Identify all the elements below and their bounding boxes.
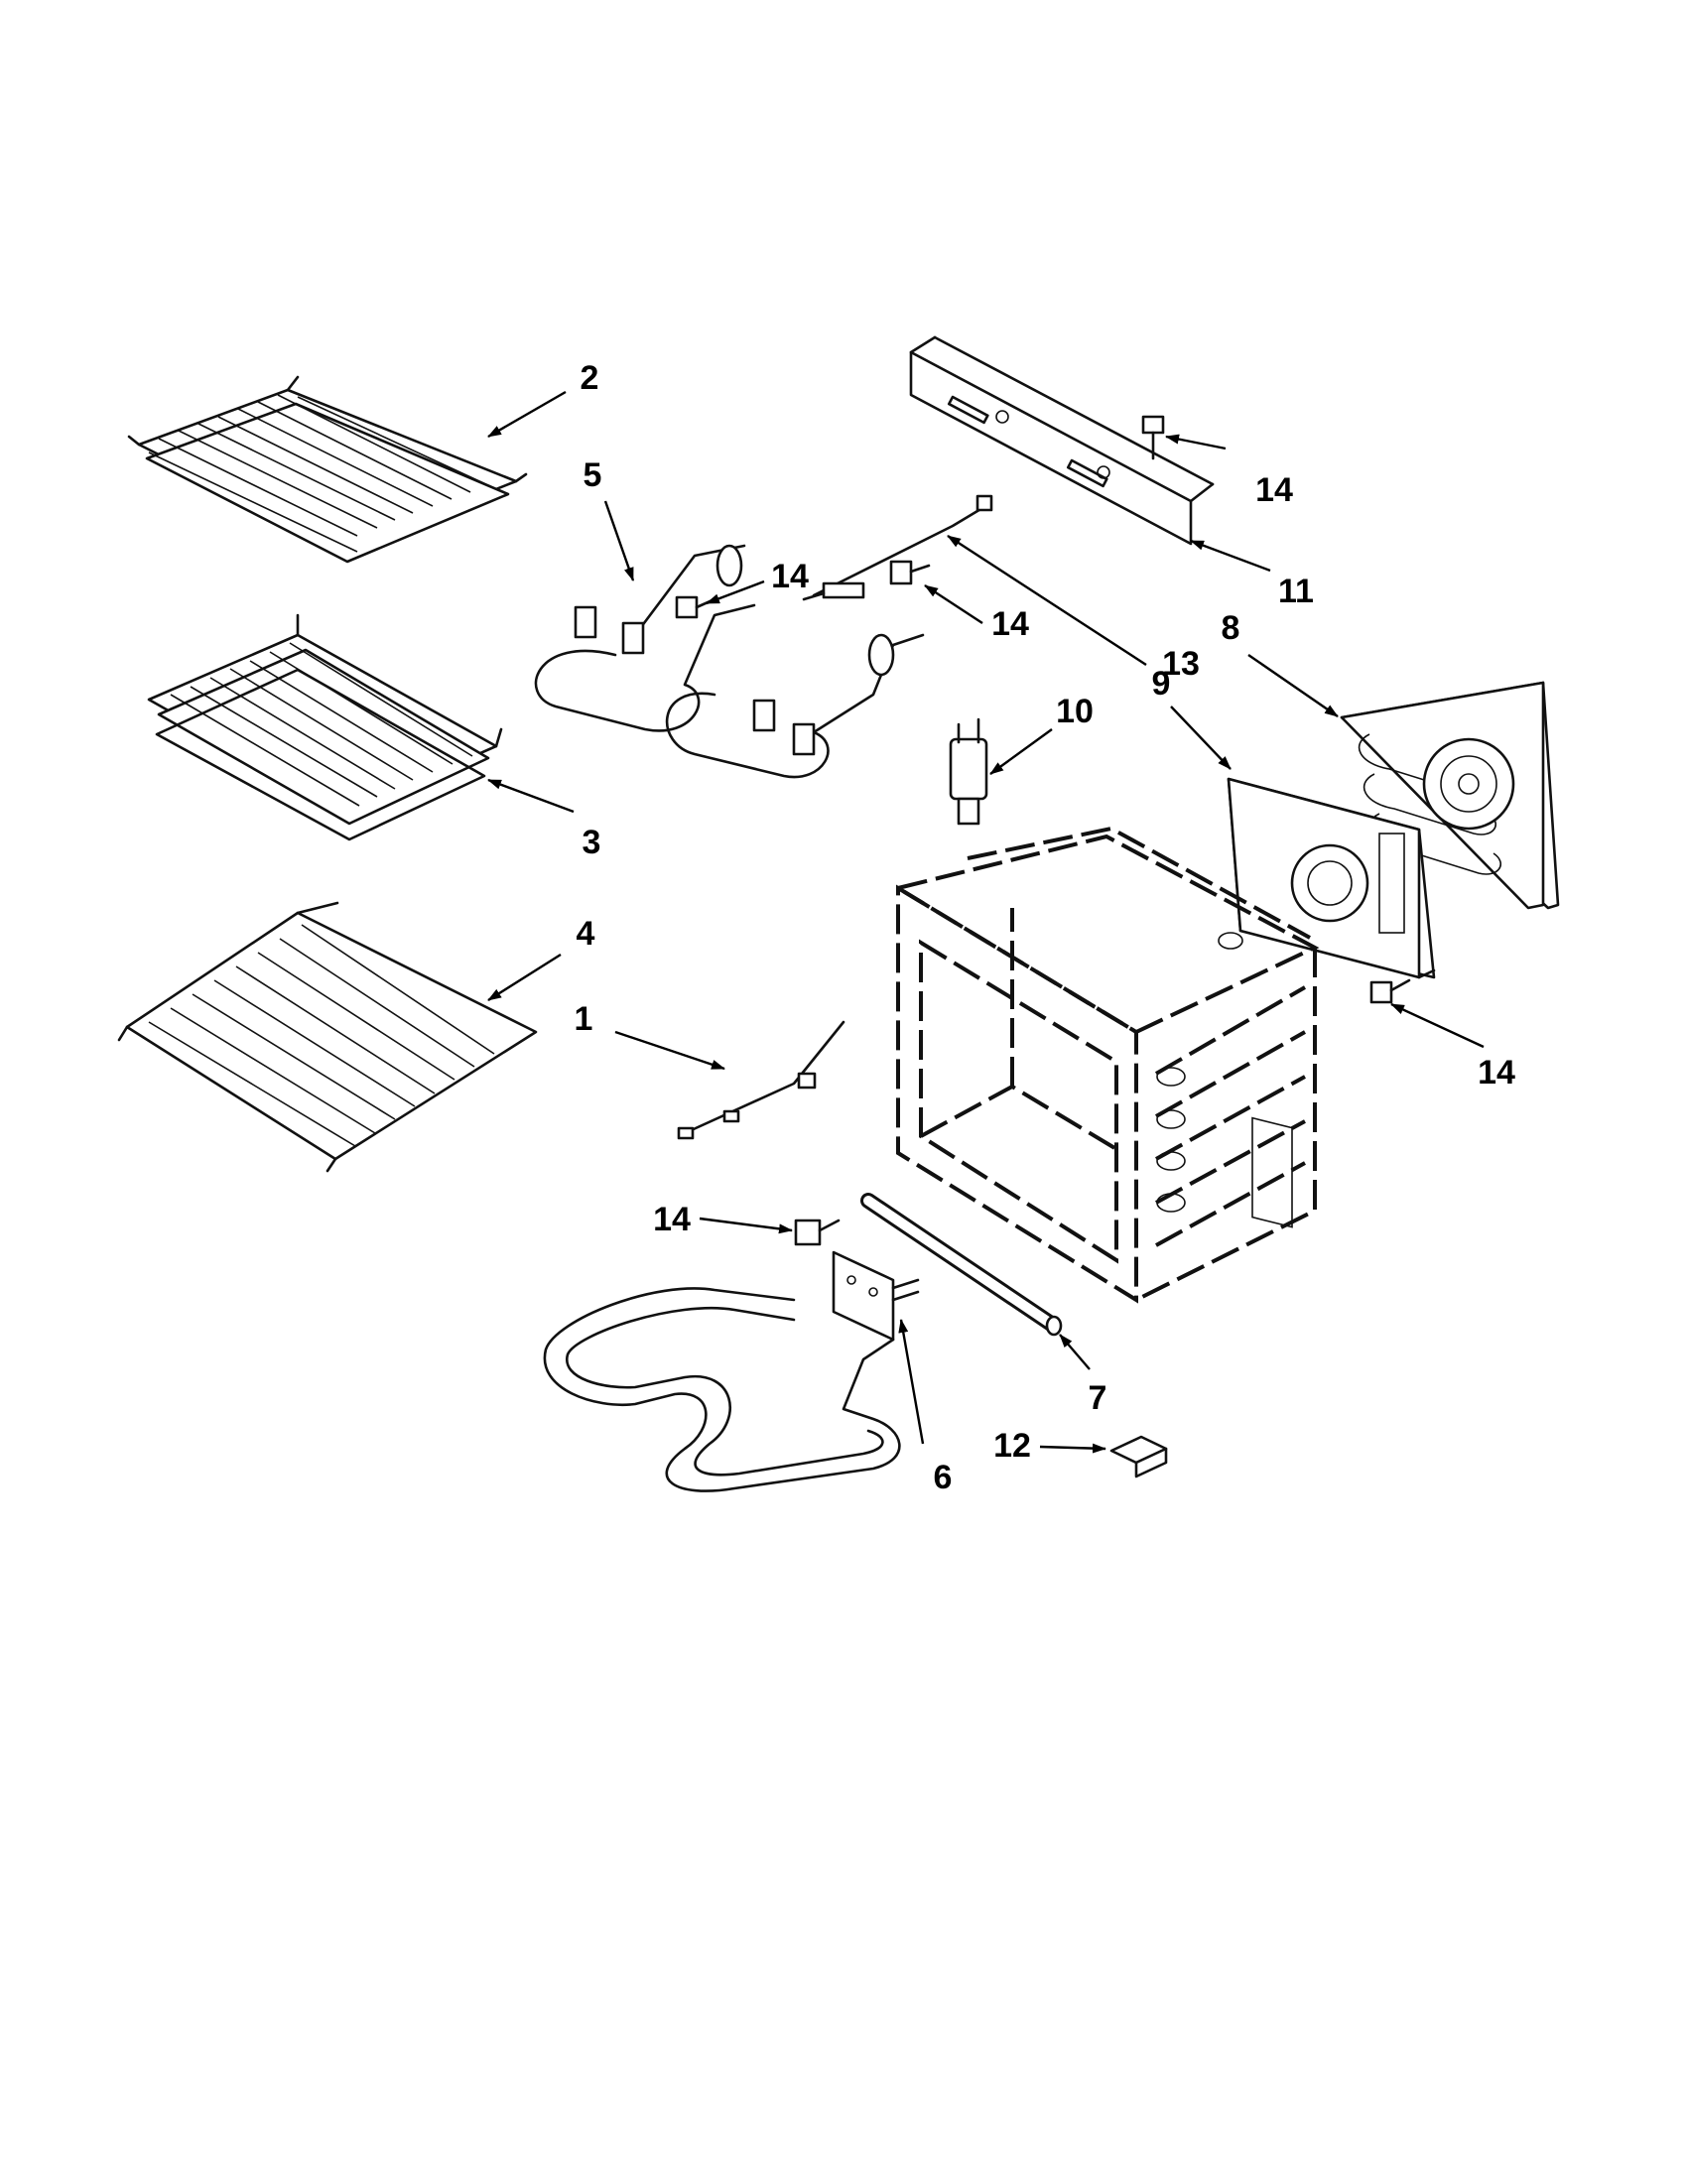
callout-5: 5	[584, 456, 602, 494]
callout-14-bracket: 14	[1255, 471, 1293, 509]
fan-cover	[1227, 777, 1436, 1228]
callout-13: 13	[1162, 645, 1200, 683]
callout-9: 9	[1152, 665, 1171, 703]
screw-near-sensor	[889, 560, 931, 585]
temperature-probe	[677, 1020, 845, 1140]
mounting-clip	[1109, 1435, 1168, 1478]
callout-14-broil-element: 14	[653, 1201, 691, 1238]
screw-near-bake-element	[675, 595, 716, 619]
callout-7: 7	[1089, 1379, 1107, 1417]
mounting-bracket	[909, 335, 1215, 546]
screw-near-broil-element	[794, 1219, 841, 1246]
leader-lines	[487, 390, 1485, 1454]
oven-cavity	[892, 826, 1320, 1304]
callout-2: 2	[581, 359, 599, 397]
callout-8: 8	[1222, 609, 1240, 647]
oven-rack-flat	[117, 901, 538, 1173]
callout-14-bake-element: 14	[771, 558, 809, 595]
thermal-switch	[949, 717, 988, 826]
sensor-probe	[802, 494, 993, 601]
callout-14-fan-cover: 14	[1478, 1054, 1515, 1092]
oven-rack-rollout	[147, 613, 503, 841]
callout-4: 4	[577, 915, 595, 953]
callout-1: 1	[575, 1000, 593, 1038]
screw-on-bracket	[1141, 415, 1165, 460]
callout-12: 12	[993, 1427, 1031, 1465]
callout-6: 6	[934, 1459, 953, 1496]
callout-14-sensor: 14	[991, 605, 1029, 643]
callout-labels: 1 2 3 4 5 6 7 8 9 10 11 12 13 14 14 14 1…	[575, 359, 1515, 1496]
oven-rack-upper	[127, 375, 528, 564]
callout-3: 3	[583, 824, 601, 861]
tube-sleeve	[860, 1193, 1063, 1337]
callout-11: 11	[1278, 573, 1314, 610]
bake-element-upper	[534, 544, 925, 779]
broil-element	[543, 1250, 920, 1492]
screw-on-fan-cover	[1369, 978, 1411, 1004]
callout-10: 10	[1056, 693, 1094, 730]
